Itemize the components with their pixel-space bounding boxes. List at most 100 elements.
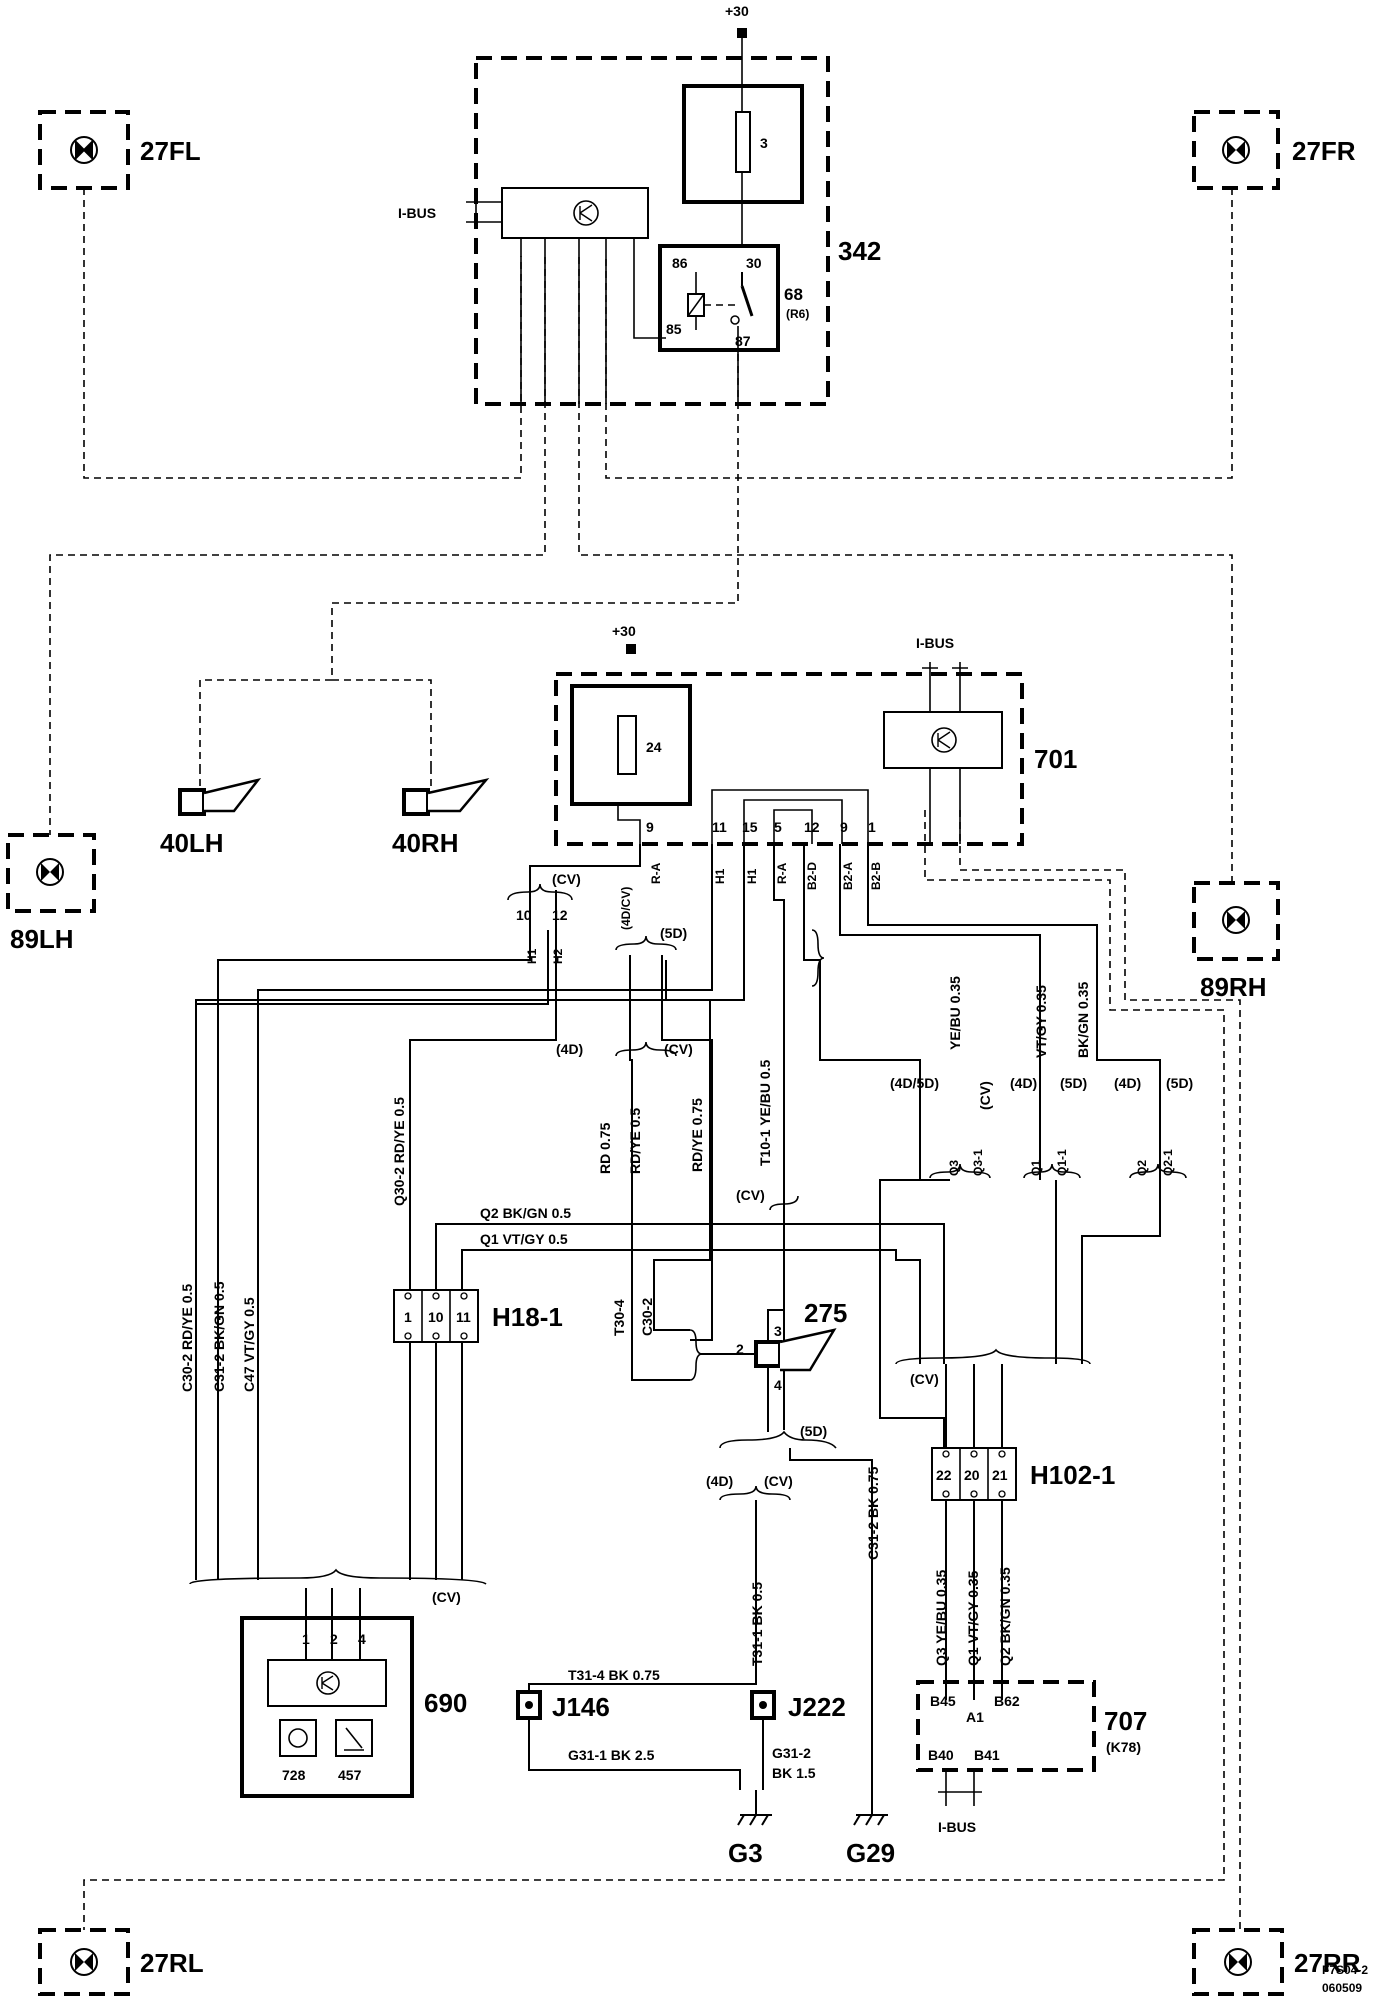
svg-text:(4D): (4D) — [1010, 1075, 1037, 1091]
svg-text:87: 87 — [735, 333, 751, 349]
svg-text:YE/BU 0.35: YE/BU 0.35 — [947, 976, 963, 1050]
lamp-27rr: 27RR — [1192, 1928, 1361, 1996]
svg-text:H2: H2 — [551, 948, 565, 964]
svg-text:11: 11 — [712, 819, 727, 835]
ibus-701-label: I-BUS — [916, 635, 954, 651]
svg-text:H1: H1 — [745, 868, 759, 884]
svg-text:B2-D: B2-D — [805, 862, 819, 890]
svg-text:C31-2 BK/GN 0.5: C31-2 BK/GN 0.5 — [211, 1281, 227, 1392]
svg-text:RD/YE 0.5: RD/YE 0.5 — [627, 1108, 643, 1174]
svg-text:22: 22 — [936, 1467, 952, 1483]
component-707: B45 A1 B62 B40 B41 707 (K78) I-BUS — [916, 1680, 1147, 1835]
svg-text:(CV): (CV) — [977, 1081, 993, 1110]
svg-text:Q3: Q3 — [947, 1160, 961, 1176]
svg-text:C30-2 RD/YE 0.5: C30-2 RD/YE 0.5 — [179, 1284, 195, 1392]
svg-text:15: 15 — [742, 819, 758, 835]
svg-text:A1: A1 — [966, 1709, 984, 1725]
svg-text:(CV): (CV) — [664, 1041, 693, 1057]
svg-text:(4D/5D): (4D/5D) — [890, 1075, 939, 1091]
svg-text:C47 VT/GY 0.5: C47 VT/GY 0.5 — [241, 1297, 257, 1392]
svg-text:9: 9 — [646, 819, 654, 835]
svg-text:(CV): (CV) — [552, 871, 581, 887]
component-275-label: 275 — [804, 1298, 847, 1328]
lamp-27fl: 27FL — [38, 110, 201, 190]
svg-text:4: 4 — [774, 1377, 782, 1393]
svg-text:10: 10 — [516, 907, 532, 923]
component-690-label: 690 — [424, 1688, 467, 1718]
relay-68-label: 68 — [784, 285, 803, 304]
svg-text:RD/YE 0.75: RD/YE 0.75 — [689, 1098, 705, 1172]
svg-text:9: 9 — [840, 819, 848, 835]
svg-text:B41: B41 — [974, 1747, 1000, 1763]
svg-text:10: 10 — [428, 1309, 444, 1325]
svg-text:G31-2: G31-2 — [772, 1745, 811, 1761]
svg-text:H1: H1 — [713, 868, 727, 884]
svg-text:B2-A: B2-A — [841, 862, 855, 890]
svg-text:C30-2: C30-2 — [639, 1298, 655, 1336]
lamp-27rl: 27RL — [38, 1928, 204, 1996]
svg-text:B40: B40 — [928, 1747, 954, 1763]
ground-network: J146 J222 G3 G29 — [516, 1448, 895, 1868]
svg-text:(CV): (CV) — [432, 1589, 461, 1605]
transistor-icon — [573, 200, 599, 226]
solid-wires — [195, 844, 1161, 1580]
svg-text:21: 21 — [992, 1467, 1008, 1483]
supply-342-label: +30 — [725, 3, 749, 19]
svg-text:(4D): (4D) — [1114, 1075, 1141, 1091]
svg-text:T30-4: T30-4 — [611, 1299, 627, 1336]
svg-text:Q2 BK/GN 0.35: Q2 BK/GN 0.35 — [997, 1567, 1013, 1666]
svg-text:VT/GY 0.35: VT/GY 0.35 — [1033, 985, 1049, 1058]
svg-text:728: 728 — [282, 1767, 306, 1783]
component-275: 275 2 3 4 — [689, 1298, 847, 1432]
component-707-sub: (K78) — [1106, 1739, 1141, 1755]
svg-text:(4D): (4D) — [706, 1473, 733, 1489]
svg-text:R-A: R-A — [649, 862, 663, 884]
svg-text:Q2-1: Q2-1 — [1161, 1149, 1175, 1176]
svg-text:20: 20 — [964, 1467, 980, 1483]
svg-text:B62: B62 — [994, 1693, 1020, 1709]
svg-text:Q2 BK/GN 0.5: Q2 BK/GN 0.5 — [480, 1205, 571, 1221]
fuse-24-label: 24 — [646, 739, 662, 755]
svg-text:457: 457 — [338, 1767, 362, 1783]
svg-text:R-A: R-A — [775, 862, 789, 884]
svg-text:(4D/CV): (4D/CV) — [619, 887, 633, 930]
component-707-label: 707 — [1104, 1706, 1147, 1736]
fuse-3-label: 3 — [760, 135, 768, 151]
ibus-707-label: I-BUS — [938, 1819, 976, 1835]
svg-text:RD 0.75: RD 0.75 — [597, 1122, 613, 1174]
lamp-27fr: 27FR — [1192, 110, 1356, 190]
svg-text:Q30-2 RD/YE 0.5: Q30-2 RD/YE 0.5 — [391, 1097, 407, 1206]
horn-40rh-label: 40RH — [392, 828, 458, 858]
svg-text:(CV): (CV) — [910, 1371, 939, 1387]
svg-text:1: 1 — [404, 1309, 412, 1325]
lamp-27fl-label: 27FL — [140, 136, 201, 166]
svg-text:3: 3 — [774, 1323, 782, 1339]
h18-1-label: H18-1 — [492, 1302, 563, 1332]
svg-text:T10-1 YE/BU 0.5: T10-1 YE/BU 0.5 — [757, 1059, 773, 1166]
connector-10-12: (CV) 10 12 H1 H2 — [507, 871, 581, 964]
svg-text:F7S04-2: F7S04-2 — [1322, 1963, 1368, 1977]
drawing-code: F7S04-2 060509 — [1322, 1963, 1368, 1995]
connector-h102-1: 22 20 21 H102-1 — [931, 1364, 1115, 1700]
svg-text:H1: H1 — [525, 948, 539, 964]
svg-text:Q2: Q2 — [1135, 1160, 1149, 1176]
svg-text:B2-B: B2-B — [869, 862, 883, 890]
wire-labels: Q30-2 RD/YE 0.5 RD 0.75 RD/YE 0.5 RD/YE … — [179, 976, 1175, 1781]
svg-text:Q1: Q1 — [1029, 1160, 1043, 1176]
component-342-label: 342 — [838, 236, 881, 266]
component-701-label: 701 — [1034, 744, 1077, 774]
svg-text:11: 11 — [456, 1309, 471, 1325]
h102-1-label: H102-1 — [1030, 1460, 1115, 1490]
svg-text:30: 30 — [746, 255, 762, 271]
svg-text:12: 12 — [552, 907, 568, 923]
svg-text:(5D): (5D) — [800, 1423, 827, 1439]
relay-68 — [658, 244, 780, 352]
svg-text:4: 4 — [358, 1631, 366, 1647]
svg-text:2: 2 — [330, 1631, 338, 1647]
svg-text:1: 1 — [868, 819, 876, 835]
svg-text:060509: 060509 — [1322, 1981, 1362, 1995]
lamp-89lh-label: 89LH — [10, 924, 74, 954]
svg-text:T31-4 BK 0.75: T31-4 BK 0.75 — [568, 1667, 660, 1683]
ibus-342-label: I-BUS — [398, 205, 436, 221]
